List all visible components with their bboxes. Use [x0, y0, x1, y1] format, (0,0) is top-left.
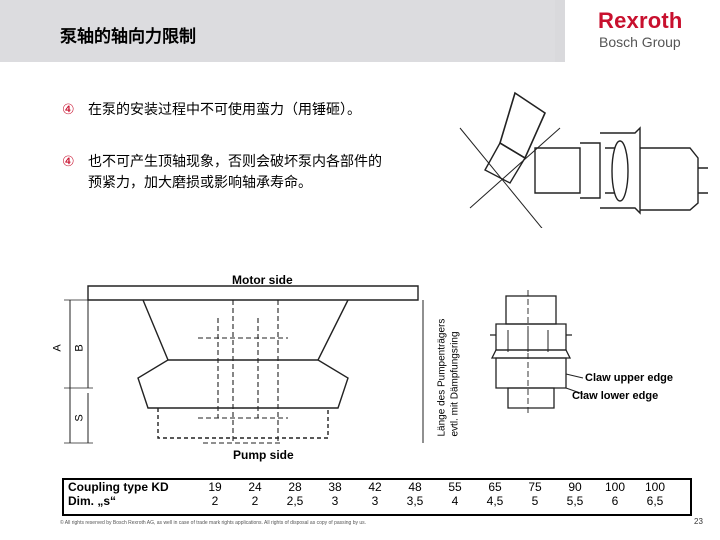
- table-row-label: Dim. „s“: [68, 494, 117, 508]
- table-cell: 65: [488, 480, 502, 494]
- table-cell: 48: [408, 480, 422, 494]
- rexroth-logo: Rexroth: [598, 8, 683, 33]
- table-cell: 2,5: [286, 494, 304, 508]
- table-cell: 90: [568, 480, 582, 494]
- table-cell: 5,5: [566, 494, 584, 508]
- table-cell: 3,5: [406, 494, 424, 508]
- table-cell: 55: [448, 480, 462, 494]
- table-cell: 3: [371, 494, 379, 508]
- table-cell: 100: [644, 480, 666, 494]
- logo-area: [565, 0, 720, 62]
- table-cell: 4,5: [486, 494, 504, 508]
- table-cell: 4: [451, 494, 459, 508]
- table-cell: 75: [528, 480, 542, 494]
- page-number: 23: [694, 517, 703, 526]
- table-cell: 2: [251, 494, 259, 508]
- table-cell: 3: [331, 494, 339, 508]
- dimension-b-label: B: [73, 344, 86, 352]
- bullet-marker: ④: [62, 154, 75, 170]
- vertical-label-length: Länge des Pumpenträgers: [436, 318, 448, 437]
- motor-side-label: Motor side: [232, 273, 293, 287]
- table-cell: 28: [288, 480, 302, 494]
- table-cell: 6,5: [646, 494, 664, 508]
- table-cell: 42: [368, 480, 382, 494]
- pump-side-label: Pump side: [233, 448, 294, 462]
- table-cell: 38: [328, 480, 342, 494]
- claw-coupling-diagram: [490, 290, 584, 415]
- claw-lower-edge-label: Claw lower edge: [572, 390, 659, 402]
- bullet-marker: ④: [62, 102, 75, 118]
- vertical-label-damping: evtl. mit Dämpfungsring: [449, 331, 461, 437]
- hammer-pump-illustration: [459, 91, 708, 228]
- bosch-group-logo: Bosch Group: [599, 34, 681, 50]
- dimension-a-label: A: [51, 344, 64, 352]
- table-cell: 19: [208, 480, 222, 494]
- table-cell: 100: [604, 480, 626, 494]
- bullet-item-2: ④ 也不可产生顶轴现象，否则会破坏泵内各部件的预紧力，加大磨损或影响轴承寿命。: [62, 152, 402, 215]
- bullet-text: 也不可产生顶轴现象，否则会破坏泵内各部件的预紧力，加大磨损或影响轴承寿命。: [88, 154, 382, 191]
- bullet-item-1: ④ 在泵的安装过程中不可使用蛮力（用锤砸）。: [62, 100, 402, 142]
- dimension-s-label: S: [73, 414, 86, 422]
- table-cell: 5: [531, 494, 539, 508]
- coupling-table-frame: [62, 478, 692, 516]
- table-cell: 2: [211, 494, 219, 508]
- table-row: Dim. „s“ 2 2 2,5 3 3 3,5 4 4,5 5 5,5 6 6…: [66, 494, 675, 508]
- bullet-text: 在泵的安装过程中不可使用蛮力（用锤砸）。: [88, 102, 361, 118]
- title-area: [0, 0, 555, 62]
- table-cell: 6: [611, 494, 619, 508]
- coupling-housing-diagram: [64, 285, 424, 444]
- page-title: 泵轴的轴向力限制: [60, 27, 196, 47]
- table-cell: 24: [248, 480, 262, 494]
- copyright-notice: © All rights reserved by Bosch Rexroth A…: [60, 520, 367, 526]
- claw-upper-edge-label: Claw upper edge: [585, 372, 674, 384]
- coupling-dimension-table: Coupling type KD 19 24 28 38 42 48 55 65…: [66, 480, 675, 508]
- table-row-label: Coupling type KD: [68, 480, 169, 494]
- table-row: Coupling type KD 19 24 28 38 42 48 55 65…: [66, 480, 675, 494]
